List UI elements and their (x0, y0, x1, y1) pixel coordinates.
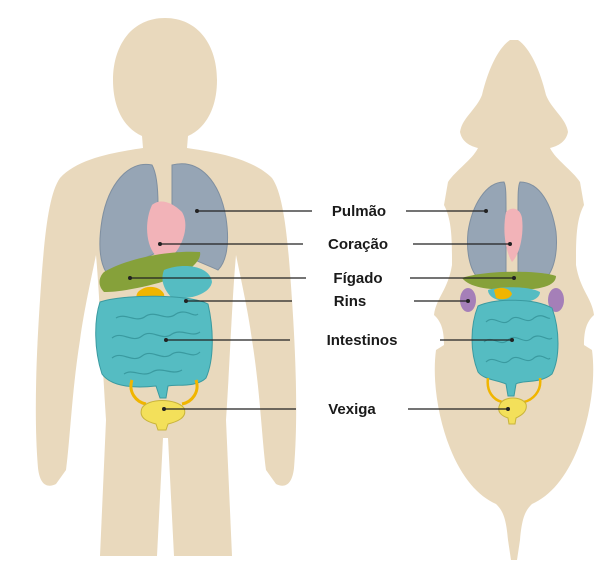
human-figure (36, 18, 296, 556)
human-intestines (96, 296, 213, 398)
label-heart: Coração (328, 236, 388, 253)
label-intestines: Intestinos (327, 332, 398, 349)
rat-figure (434, 40, 594, 560)
label-bladder: Vexiga (328, 401, 376, 418)
label-lung: Pulmão (332, 203, 386, 220)
label-liver: Fígado (333, 270, 382, 287)
label-kidneys: Rins (334, 293, 367, 310)
